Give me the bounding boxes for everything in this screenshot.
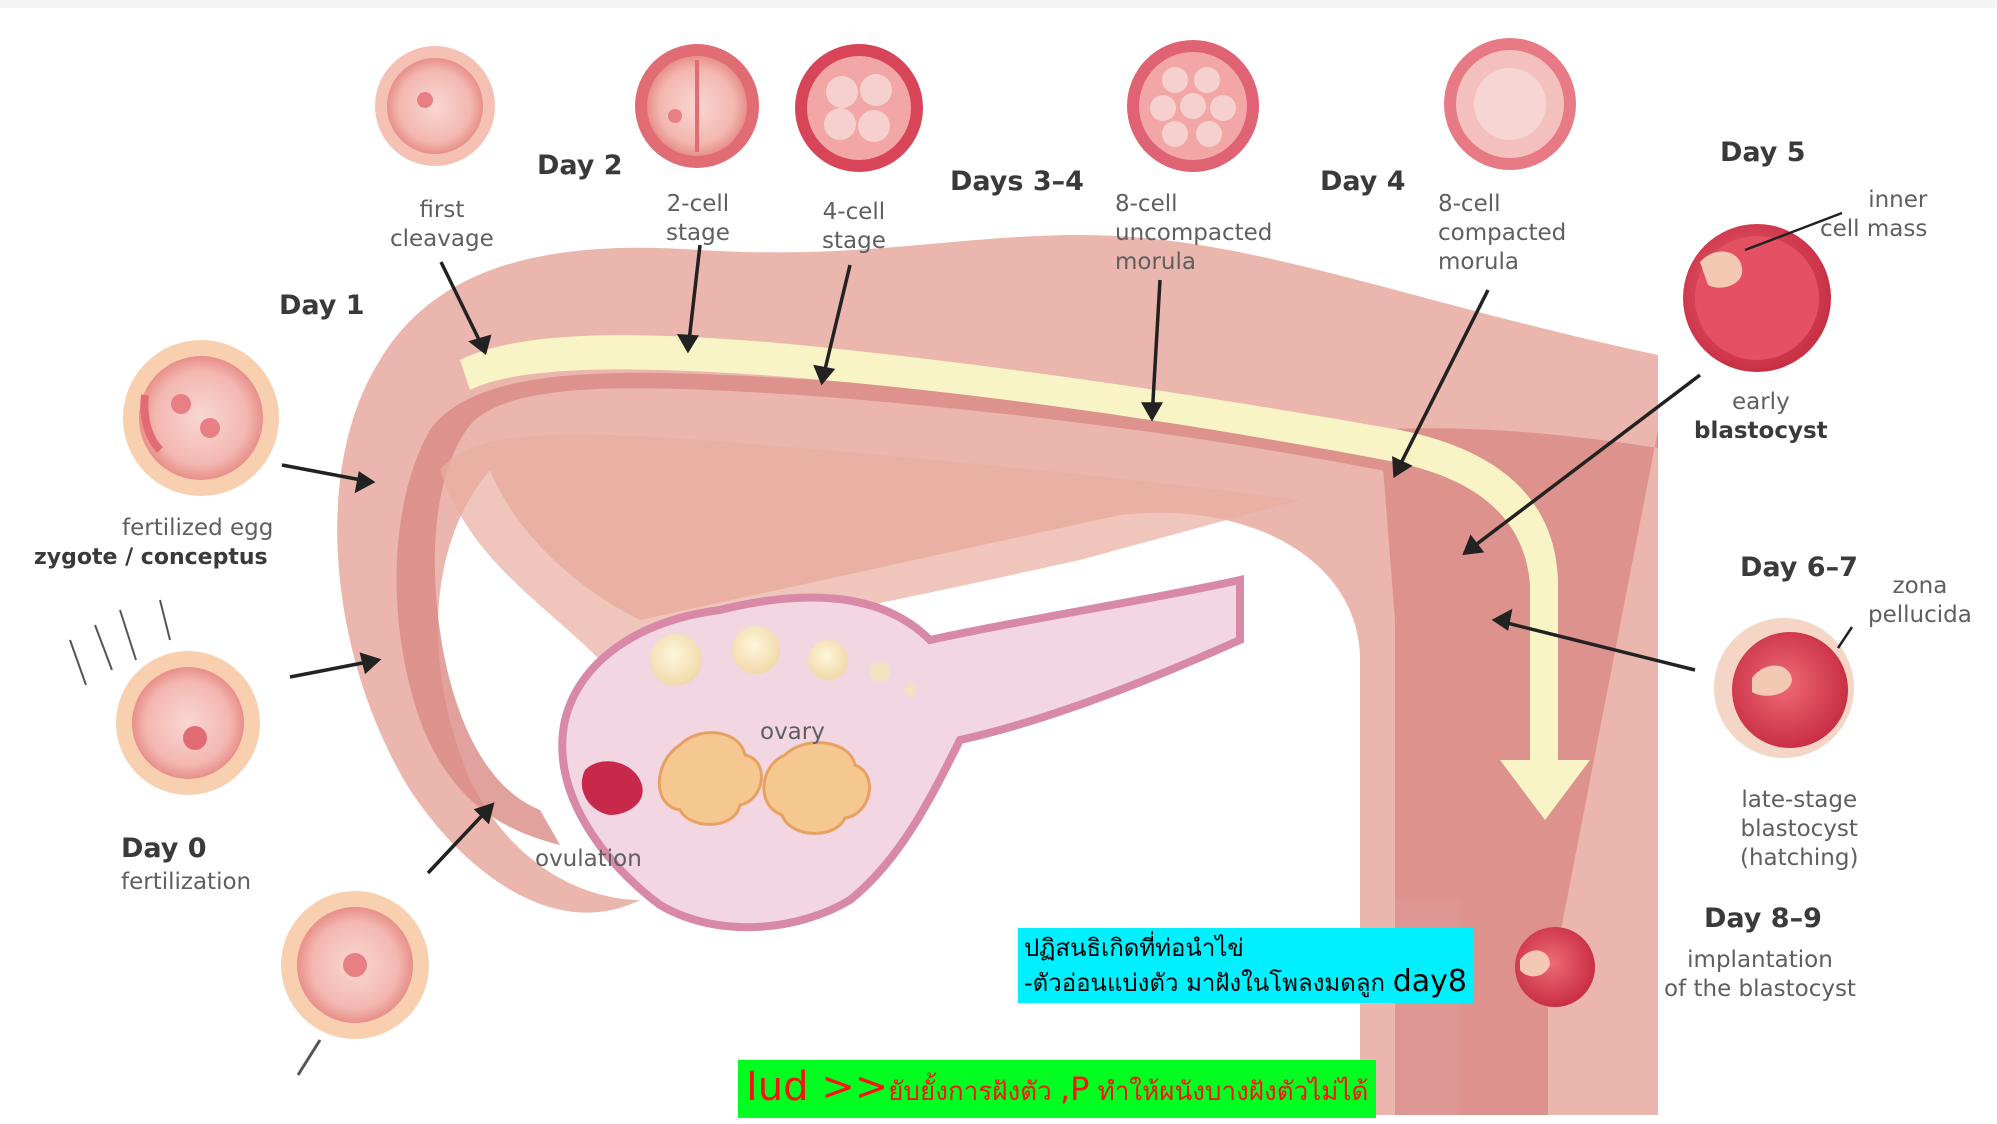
cell-4-cell xyxy=(795,44,923,172)
label-day-8-9: Day 8–9 xyxy=(1704,903,1822,934)
label-line: implantation xyxy=(1664,946,1856,975)
label-line: cleavage xyxy=(390,225,494,254)
label-implantation: implantation of the blastocyst xyxy=(1664,946,1856,1004)
note-iud: Iud >>ยับยั้งการฝังตัว ,P ทำให้ผนังบางฝั… xyxy=(738,1060,1376,1118)
label-day-4: Day 4 xyxy=(1320,166,1406,197)
label-line: first xyxy=(390,196,494,225)
label-line: (hatching) xyxy=(1740,844,1858,873)
cell-zygote xyxy=(123,340,279,496)
label-line: stage xyxy=(822,227,886,256)
label-line: 4-cell xyxy=(822,198,886,227)
cell-fertilization xyxy=(70,600,260,795)
label-fertilization: fertilization xyxy=(121,868,251,897)
label-line: inner xyxy=(1820,186,1927,215)
label-line: of the blastocyst xyxy=(1664,975,1856,1004)
cell-2-cell xyxy=(635,44,759,168)
label-line: compacted xyxy=(1438,219,1566,248)
label-line: morula xyxy=(1438,248,1566,277)
cell-implanted-blastocyst xyxy=(1515,927,1595,1007)
label-line: pellucida xyxy=(1868,601,1972,630)
note2-p: ,P xyxy=(1060,1070,1089,1108)
label-ovary: ovary xyxy=(760,718,825,747)
label-days-3-4: Days 3–4 xyxy=(950,166,1084,197)
cell-ovulated-egg xyxy=(281,891,429,1075)
label-day-0: Day 0 xyxy=(121,833,207,864)
label-day-1: Day 1 xyxy=(279,290,365,321)
label-fertilized-egg: fertilized egg xyxy=(122,514,273,543)
cell-8-cell-uncompacted xyxy=(1127,40,1259,172)
note2-text2: ทำให้ผนังบางฝังตัวไม่ได้ xyxy=(1089,1077,1368,1107)
note1-line2: -ตัวอ่อนแบ่งตัว มาฝังในโพลงมดลูก day8 xyxy=(1024,965,1467,1000)
label-8-cell-uncompacted: 8-cell uncompacted morula xyxy=(1115,190,1272,277)
label-line: morula xyxy=(1115,248,1272,277)
ovary xyxy=(562,580,1240,927)
label-line: 8-cell xyxy=(1438,190,1566,219)
label-early-blastocyst: early blastocyst xyxy=(1694,388,1828,446)
note-fertilization-site: ปฏิสนธิเกิดที่ท่อนำไข่ -ตัวอ่อนแบ่งตัว ม… xyxy=(1018,928,1473,1003)
label-line: uncompacted xyxy=(1115,219,1272,248)
label-line: cell mass xyxy=(1820,215,1927,244)
label-line: zona xyxy=(1868,572,1972,601)
label-2-cell-stage: 2-cell stage xyxy=(666,190,730,248)
note1-line1: ปฏิสนธิเกิดที่ท่อนำไข่ xyxy=(1024,931,1467,965)
note2-text1: ยับยั้งการฝังตัว xyxy=(888,1077,1060,1107)
label-line: blastocyst xyxy=(1740,815,1858,844)
label-late-stage-blastocyst: late-stage blastocyst (hatching) xyxy=(1740,786,1858,873)
label-day-2: Day 2 xyxy=(537,150,623,181)
label-day-6-7: Day 6–7 xyxy=(1740,552,1858,583)
label-ovulation: ovulation xyxy=(535,845,642,874)
label-inner-cell-mass: inner cell mass xyxy=(1820,186,1927,244)
label-line: 2-cell xyxy=(666,190,730,219)
note2-iud: Iud >> xyxy=(746,1064,888,1110)
cell-first-cleavage xyxy=(375,46,495,166)
label-8-cell-compacted: 8-cell compacted morula xyxy=(1438,190,1566,277)
cell-8-cell-compacted xyxy=(1444,38,1576,170)
label-line: stage xyxy=(666,219,730,248)
cell-late-blastocyst xyxy=(1714,618,1854,758)
label-day-5: Day 5 xyxy=(1720,137,1806,168)
label-zygote-conceptus: zygote / conceptus xyxy=(34,543,268,572)
label-4-cell-stage: 4-cell stage xyxy=(822,198,886,256)
label-line: blastocyst xyxy=(1694,417,1828,446)
label-line: late-stage xyxy=(1740,786,1858,815)
label-first-cleavage: first cleavage xyxy=(390,196,494,254)
label-zona-pellucida: zona pellucida xyxy=(1868,572,1972,630)
note1-day: day8 xyxy=(1393,964,1467,999)
label-line: 8-cell xyxy=(1115,190,1272,219)
note1-line2-text: -ตัวอ่อนแบ่งตัว มาฝังในโพลงมดลูก xyxy=(1024,969,1393,997)
label-line: early xyxy=(1694,388,1828,417)
